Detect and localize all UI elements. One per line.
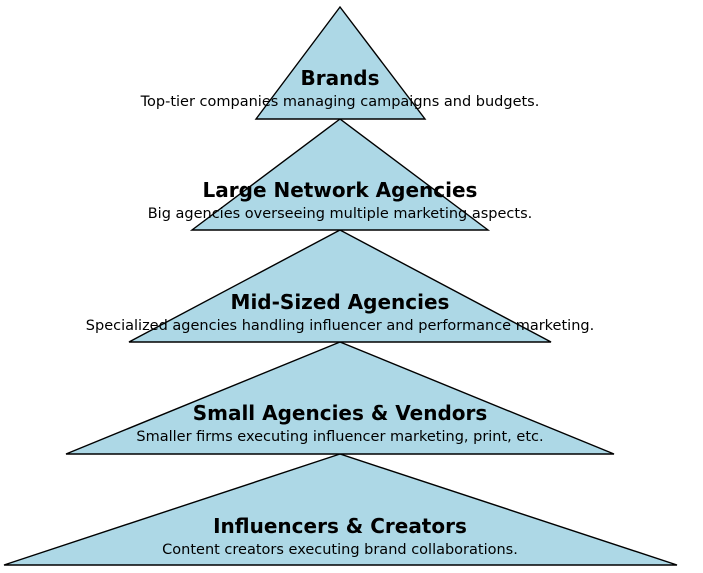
- tier-title: Small Agencies & Vendors: [193, 401, 488, 425]
- tier-title: Mid-Sized Agencies: [231, 290, 450, 314]
- tier-triangle: [189, 118, 491, 231]
- tier-description: Smaller firms executing influencer marke…: [136, 429, 543, 445]
- tier-description: Top-tier companies managing campaigns an…: [140, 94, 540, 110]
- tier-large-network-agencies: Large Network Agencies Big agencies over…: [148, 118, 533, 231]
- tier-brands: Brands Top-tier companies managing campa…: [140, 5, 540, 120]
- tier-small-agencies-vendors: Small Agencies & Vendors Smaller firms e…: [65, 341, 615, 455]
- tier-influencers-creators: Influencers & Creators Content creators …: [3, 453, 678, 566]
- tier-triangle: [3, 453, 678, 566]
- tier-description: Content creators executing brand collabo…: [162, 542, 518, 558]
- tier-mid-sized-agencies: Mid-Sized Agencies Specialized agencies …: [86, 229, 594, 343]
- tier-title: Influencers & Creators: [213, 514, 467, 538]
- tier-title: Brands: [300, 66, 379, 90]
- tier-description: Specialized agencies handling influencer…: [86, 318, 594, 334]
- tier-triangle: [254, 5, 427, 120]
- tier-title: Large Network Agencies: [203, 178, 478, 202]
- tier-triangle: [128, 229, 552, 343]
- tier-description: Big agencies overseeing multiple marketi…: [148, 206, 533, 222]
- tier-triangle: [65, 341, 615, 455]
